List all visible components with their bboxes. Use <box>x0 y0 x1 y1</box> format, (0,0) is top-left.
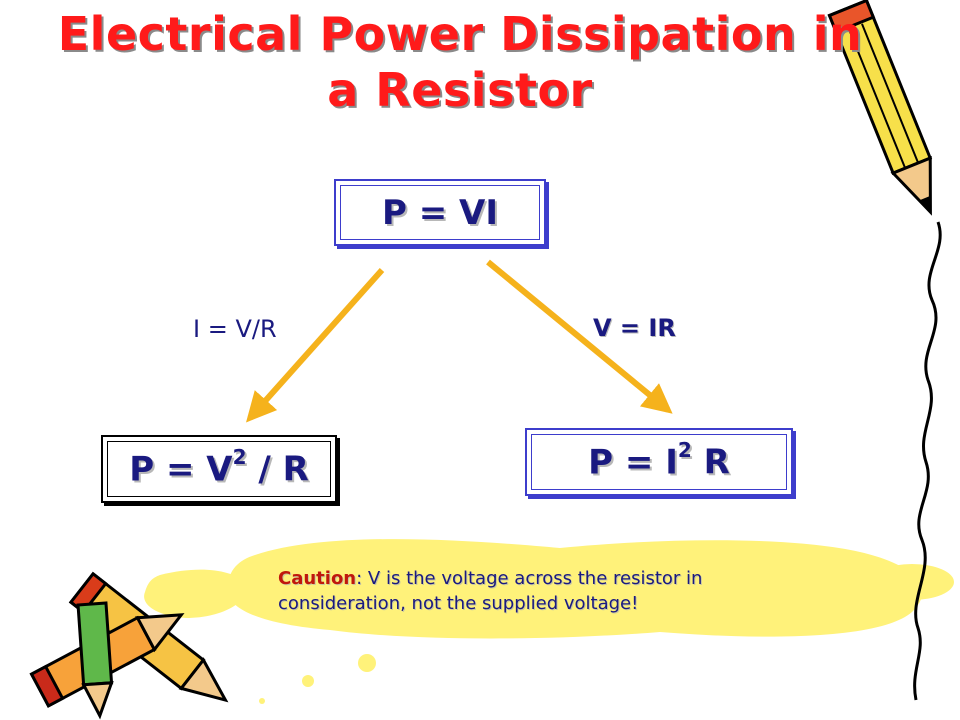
formula-left-prefix: P = V <box>129 449 233 490</box>
formula-power-vi-text: P = VI <box>381 192 499 233</box>
arrow-left <box>246 268 385 423</box>
arrow-label-ohms-current: I = V/R <box>193 315 277 343</box>
arrow-label-ohms-voltage: V = IR <box>593 314 676 342</box>
swirl-decoration <box>913 221 942 701</box>
title-line-1: Electrical Power Dissipation in <box>57 7 863 61</box>
caution-note: Caution: V is the voltage across the res… <box>278 566 798 616</box>
pencil-icon <box>76 601 114 720</box>
formula-power-v2r: P = V2 / R <box>101 435 337 503</box>
formula-left-suffix: / R <box>246 449 309 490</box>
formula-right-prefix: P = I <box>588 442 678 483</box>
formula-power-i2r-text: P = I2 R <box>588 438 730 483</box>
title-line-2: a Resistor <box>327 63 593 117</box>
slide-title: Electrical Power Dissipation in a Resist… <box>40 6 880 118</box>
arrow-right <box>486 259 673 414</box>
formula-right-suffix: R <box>691 442 730 483</box>
pencil-icon <box>827 0 933 216</box>
note-background <box>144 539 954 704</box>
formula-power-vi: P = VI <box>334 179 546 246</box>
formula-left-sup: 2 <box>232 444 247 469</box>
formula-right-sup: 2 <box>677 437 692 462</box>
formula-power-i2r: P = I2 R <box>525 428 793 496</box>
caution-heading: Caution <box>278 568 357 589</box>
caution-text: : V is the voltage across the resistor i… <box>278 568 703 614</box>
formula-power-v2r-text: P = V2 / R <box>129 445 309 490</box>
